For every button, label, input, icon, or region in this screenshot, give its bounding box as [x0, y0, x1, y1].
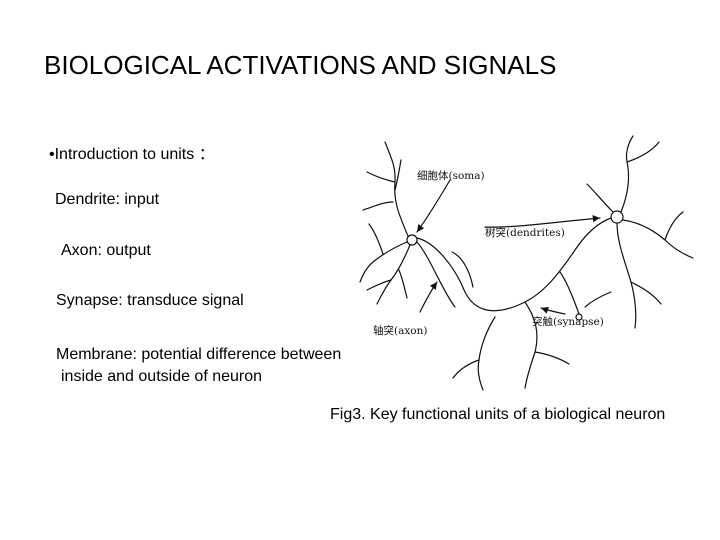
neuron-diagram: 细胞体(soma) 树突(dendrites) 突触(synapse) 轴突(a… — [359, 135, 694, 391]
synapse-item: Synapse: transduce signal — [56, 292, 244, 309]
left-dendrite — [359, 241, 408, 283]
membrane-line-1: Membrane: potential difference between — [56, 346, 342, 363]
left-dendrite — [376, 244, 411, 305]
right-dendrite — [622, 219, 694, 259]
dendrites-pointer — [484, 215, 601, 228]
left-dendrite — [362, 201, 394, 211]
right-dendrite — [586, 183, 614, 213]
dendrites-label: 树突(dendrites) — [485, 226, 565, 239]
axon-label: 轴突(axon) — [373, 324, 427, 337]
left-dendrite — [398, 269, 408, 299]
axon-branch — [477, 316, 496, 391]
soma-label: 细胞体(soma) — [417, 169, 485, 182]
right-dendrite — [630, 281, 662, 305]
membrane-line-2: inside and outside of neuron — [61, 368, 263, 385]
axon-branch — [584, 291, 612, 308]
membrane-item: Membrane: potential difference between i… — [56, 344, 341, 388]
dendrite-item: Dendrite: input — [55, 191, 160, 208]
right-dendrite — [664, 211, 684, 241]
right-dendrite — [620, 135, 634, 213]
soma-pointer — [416, 179, 451, 233]
synapse-pointer — [540, 306, 566, 315]
right-soma — [610, 210, 624, 224]
axon-path — [451, 251, 474, 288]
synapse-label: 突触(synapse) — [532, 315, 604, 328]
left-dendrite — [366, 171, 396, 183]
intro-bullet: •Introduction to units ： — [49, 146, 215, 163]
axon-path — [416, 241, 456, 308]
axon-branch — [524, 301, 538, 389]
axon-pointer — [419, 281, 438, 313]
right-dendrite — [616, 222, 637, 329]
left-dendrite — [394, 159, 402, 191]
axon-item: Axon: output — [61, 242, 151, 259]
left-soma — [406, 234, 418, 246]
left-dendrite — [384, 141, 409, 237]
figure-caption: Fig3. Key functional units of a biologic… — [330, 406, 666, 423]
axon-branch — [534, 351, 570, 365]
left-dendrite — [366, 279, 392, 291]
axon-branch — [559, 271, 580, 315]
slide-title: BIOLOGICAL ACTIVATIONS AND SIGNALS — [44, 50, 557, 80]
synapse-knob — [575, 313, 583, 321]
left-dendrite — [368, 223, 384, 255]
axon-branch — [452, 359, 480, 379]
right-dendrite — [626, 141, 660, 163]
